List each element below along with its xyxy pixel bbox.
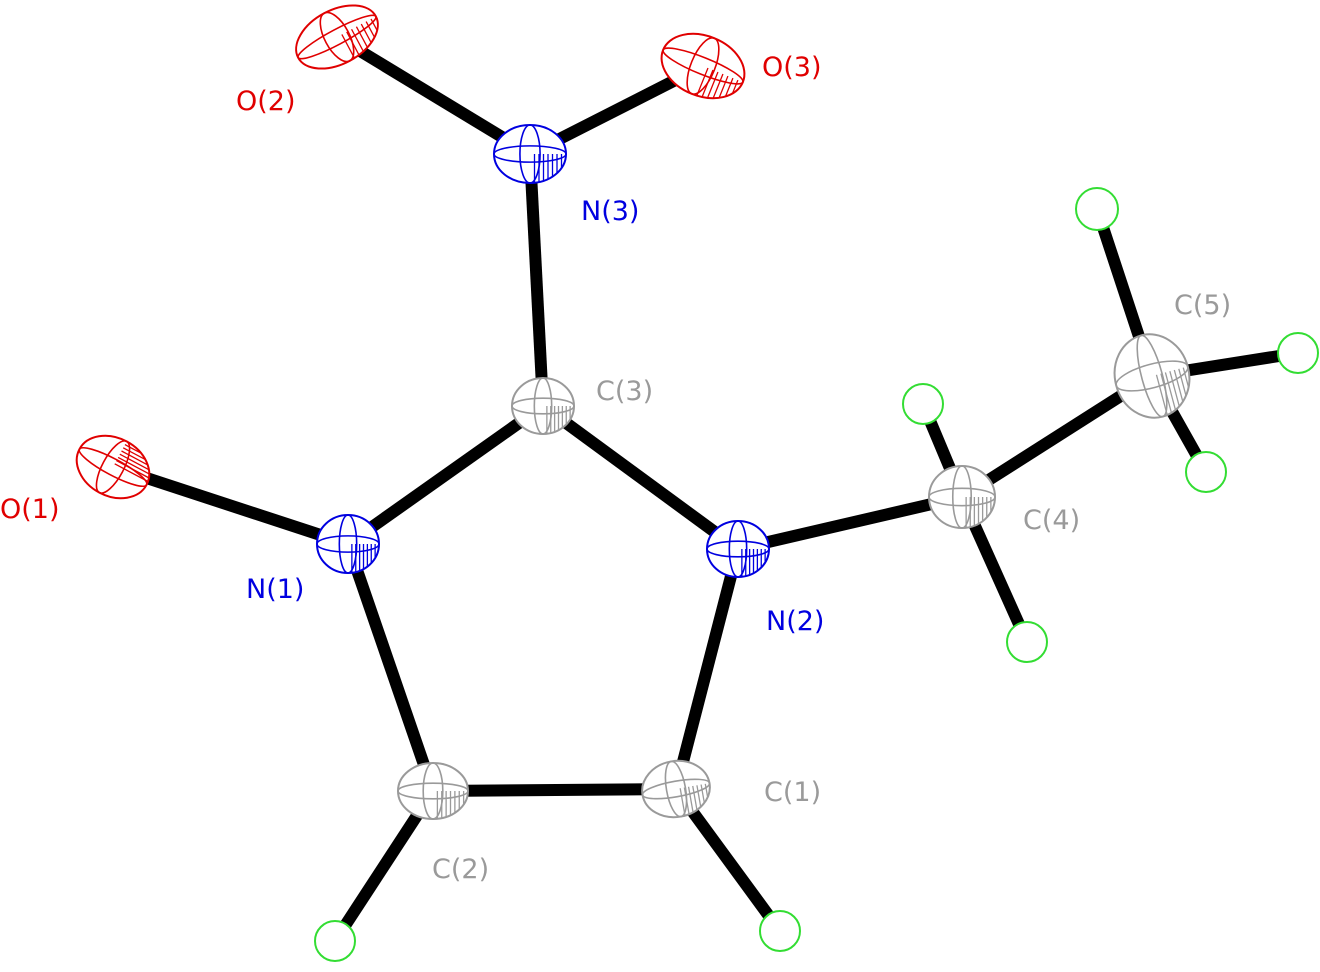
atom-n1 <box>316 514 380 574</box>
atom-h5c <box>1185 451 1227 493</box>
atom-c2 <box>397 762 469 820</box>
atom-ellipsoid-h4b <box>1006 621 1048 663</box>
atom-label-o2: O(2) <box>236 86 296 117</box>
atom-ellipsoid-c3 <box>511 377 575 435</box>
bond-n1-c3 <box>344 401 547 549</box>
atom-label-c2: C(2) <box>432 854 489 885</box>
atom-h5b <box>1277 332 1319 374</box>
atom-o2 <box>295 4 379 70</box>
atom-h2 <box>314 920 356 962</box>
atom-label-n3: N(3) <box>581 196 639 227</box>
atom-c4 <box>928 465 996 529</box>
atom-label-c1: C(1) <box>764 777 821 808</box>
atom-h4b <box>1006 621 1048 663</box>
atom-label-c4: C(4) <box>1023 505 1080 536</box>
atom-label-o3: O(3) <box>762 52 822 83</box>
bond-n2-c4 <box>736 491 964 555</box>
bond-n1-o1 <box>111 461 350 550</box>
atoms-layer <box>75 4 1319 962</box>
atom-h5a <box>1075 187 1119 231</box>
atom-ellipsoid-h5c <box>1185 451 1227 493</box>
atom-h4a <box>902 383 944 425</box>
atom-ellipsoid-c2 <box>397 762 469 820</box>
bond-c3-n3 <box>524 153 549 407</box>
atom-ellipsoid-n1 <box>316 514 380 574</box>
atom-ellipsoid-h1 <box>759 910 801 952</box>
atom-h1 <box>759 910 801 952</box>
atom-ellipsoid-c4 <box>928 465 996 529</box>
bond-c3-n2 <box>539 401 742 554</box>
atom-o3 <box>660 32 746 100</box>
atom-label-o1: O(1) <box>0 494 60 525</box>
atom-ellipsoid-h2 <box>314 920 356 962</box>
bond-n2-c1 <box>670 547 744 791</box>
atom-label-n2: N(2) <box>766 606 824 637</box>
bond-n1-c2 <box>342 542 439 793</box>
labels-layer: O(1) O(2) O(3) N(1) N(2) N(3) C(1) C(2) C(3) C(4)… <box>0 52 1231 885</box>
atom-ellipsoid-n3 <box>493 124 567 184</box>
atom-ellipsoid-h4a <box>902 383 944 425</box>
bond-n3-o2 <box>333 31 534 160</box>
atom-o1 <box>75 434 151 500</box>
atom-c3 <box>511 377 575 435</box>
atom-c1 <box>641 759 711 819</box>
atom-ellipsoid-h5a <box>1075 187 1119 231</box>
atom-label-c5: C(5) <box>1174 290 1231 321</box>
atom-c5 <box>1113 333 1191 419</box>
bond-c1-c2 <box>432 783 677 797</box>
atom-n2 <box>706 520 770 578</box>
atom-ellipsoid-n2 <box>706 520 770 578</box>
atom-n3 <box>493 124 567 184</box>
atom-ellipsoid-h5b <box>1277 332 1319 374</box>
atom-label-n1: N(1) <box>246 574 304 605</box>
atom-label-c3: C(3) <box>596 376 653 407</box>
